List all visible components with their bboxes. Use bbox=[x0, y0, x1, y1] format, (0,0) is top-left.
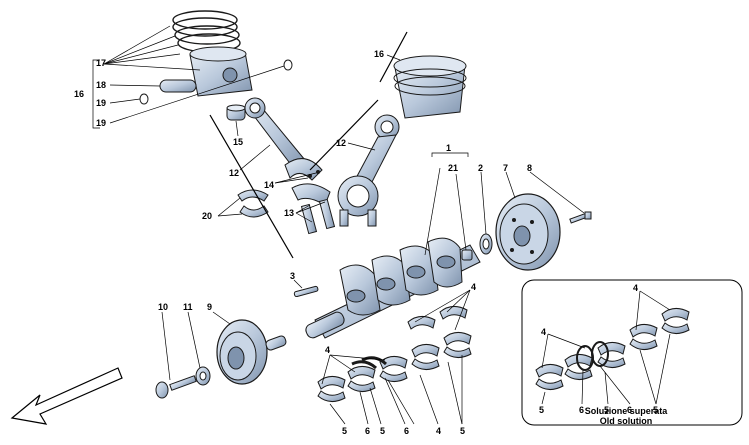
circlip-right bbox=[283, 59, 293, 71]
callout-16-right: 16 bbox=[374, 49, 385, 59]
callout-9: 9 bbox=[207, 302, 213, 312]
flywheel-bolt bbox=[569, 211, 592, 224]
callout-4-b: 4 bbox=[325, 345, 331, 355]
pulley-bolt bbox=[155, 375, 197, 399]
callout-12-right: 12 bbox=[336, 138, 347, 148]
main-bearing-shells bbox=[317, 306, 472, 402]
callout-16-left: 16 bbox=[74, 89, 85, 99]
divider-line-top bbox=[379, 31, 408, 83]
callout-10: 10 bbox=[158, 302, 169, 312]
inset-old-solution-box bbox=[521, 279, 743, 426]
crankshaft-pulley bbox=[216, 319, 287, 385]
callout-17: 17 bbox=[96, 58, 107, 68]
callout-13: 13 bbox=[284, 208, 295, 218]
pilot-bushing bbox=[461, 249, 473, 261]
callout-4-e: 4 bbox=[541, 327, 547, 337]
conrod-bearing-shells bbox=[237, 189, 269, 218]
callout-6-d: 6 bbox=[627, 405, 633, 415]
callout-15: 15 bbox=[233, 137, 244, 147]
connecting-rod-exploded bbox=[244, 97, 336, 235]
callout-6-a: 6 bbox=[365, 426, 371, 436]
piston-right bbox=[393, 55, 467, 119]
callout-5-c: 5 bbox=[460, 426, 466, 436]
flywheel bbox=[495, 193, 561, 271]
woodruff-key bbox=[293, 285, 319, 298]
crankshaft bbox=[305, 237, 481, 339]
callout-7: 7 bbox=[503, 163, 509, 173]
small-end-bushing bbox=[226, 104, 246, 121]
leader-lines bbox=[92, 25, 671, 425]
piston-left bbox=[189, 46, 253, 97]
inset-title: Soluzione superata Old solution bbox=[566, 406, 686, 426]
piston-rings bbox=[172, 10, 241, 53]
pulley-washer bbox=[195, 366, 211, 386]
piston-pin bbox=[159, 79, 197, 93]
divider-line-center bbox=[309, 99, 379, 171]
direction-arrow-icon bbox=[10, 367, 123, 425]
callout-5-a: 5 bbox=[342, 426, 348, 436]
callout-14: 14 bbox=[264, 180, 275, 190]
callout-4-a: 4 bbox=[471, 282, 477, 292]
inset-title-line1: Soluzione superata bbox=[584, 406, 668, 416]
callout-19-a: 19 bbox=[96, 98, 107, 108]
callout-5-b: 5 bbox=[380, 426, 386, 436]
callout-2: 2 bbox=[478, 163, 484, 173]
inset-bearing-shells bbox=[535, 308, 690, 390]
callout-12-left: 12 bbox=[229, 168, 240, 178]
callout-19-b: 19 bbox=[96, 118, 107, 128]
callout-6-c: 6 bbox=[579, 405, 585, 415]
callout-3: 3 bbox=[290, 271, 296, 281]
callout-5-e: 5 bbox=[604, 405, 610, 415]
connecting-rod-assembled bbox=[337, 114, 400, 227]
callout-8: 8 bbox=[527, 163, 533, 173]
callout-4-c: 4 bbox=[436, 426, 442, 436]
circlip-left bbox=[139, 93, 149, 105]
callout-5-f: 5 bbox=[653, 405, 659, 415]
callout-21: 21 bbox=[448, 163, 459, 173]
callout-4-d: 4 bbox=[633, 283, 639, 293]
callout-1: 1 bbox=[446, 143, 452, 153]
callout-20: 20 bbox=[202, 211, 213, 221]
seal-ring bbox=[479, 233, 493, 255]
callout-6-b: 6 bbox=[404, 426, 410, 436]
divider-line-left bbox=[209, 114, 294, 259]
callout-5-d: 5 bbox=[539, 405, 545, 415]
callout-18: 18 bbox=[96, 80, 107, 90]
inset-title-line2: Old solution bbox=[599, 416, 653, 426]
callout-11: 11 bbox=[183, 302, 193, 312]
